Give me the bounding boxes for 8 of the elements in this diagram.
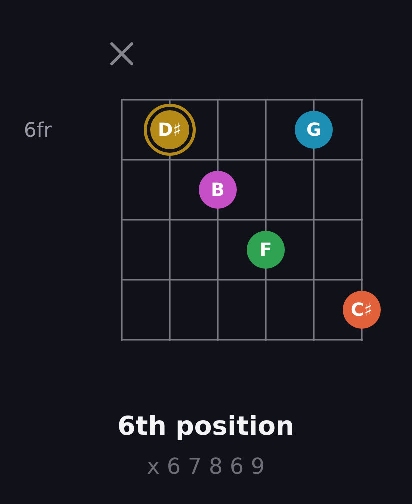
fret-number-label: 6fr <box>24 120 52 140</box>
ringed-note-dot: D♯ <box>144 104 196 156</box>
note-dot: C♯ <box>343 291 381 329</box>
note-dot: B <box>199 171 237 209</box>
note-dot: G <box>295 111 333 149</box>
fingering-caption: x 6 7 8 6 9 <box>147 455 265 482</box>
note-dot: F <box>247 231 285 269</box>
chord-title: 6th position <box>118 412 294 444</box>
